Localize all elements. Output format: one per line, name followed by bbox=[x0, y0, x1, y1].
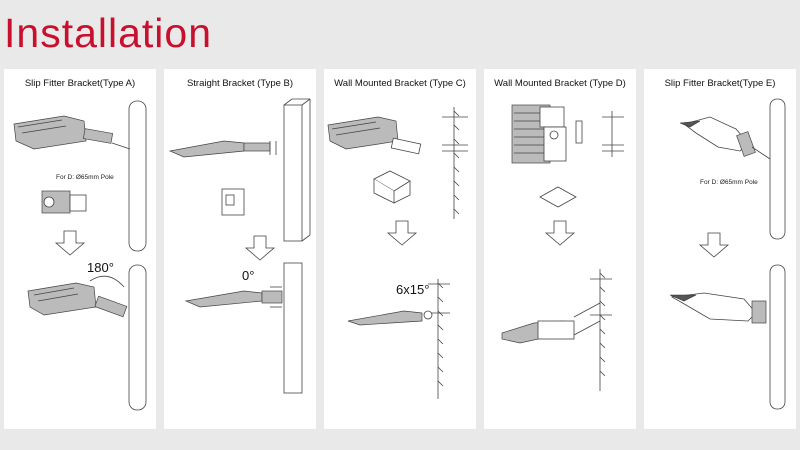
panel-title-type-b: Straight Bracket (Type B) bbox=[186, 78, 294, 89]
down-arrow-a bbox=[54, 230, 86, 256]
slip-fitter-bottom bbox=[94, 295, 128, 318]
page-title: Installation bbox=[4, 10, 213, 56]
luminaire-b-top bbox=[168, 140, 245, 158]
slip-fitter-top bbox=[82, 128, 114, 144]
luminaire-top bbox=[13, 115, 87, 150]
luminaire-c-top bbox=[327, 116, 399, 150]
panel-type-e: Slip Fitter Bracket(Type E) For D: Ø65mm… bbox=[644, 69, 796, 429]
panel-title-type-c: Wall Mounted Bracket (Type C) bbox=[334, 78, 466, 89]
luminaire-bottom bbox=[27, 282, 97, 316]
panel-title-type-d: Wall Mounted Bracket (Type D) bbox=[494, 78, 626, 89]
luminaire-c-bottom bbox=[347, 310, 423, 326]
panel-type-a: Slip Fitter Bracket(Type A) For D: Ø65mm… bbox=[4, 69, 156, 429]
panel-type-d: Wall Mounted Bracket (Type D) bbox=[484, 69, 636, 429]
wide-post bbox=[283, 262, 303, 394]
panel-title-type-a: Slip Fitter Bracket(Type A) bbox=[24, 78, 136, 89]
panel-type-b: Straight Bracket (Type B) 0° bbox=[164, 69, 316, 429]
panel-title-type-e: Slip Fitter Bracket(Type E) bbox=[664, 78, 776, 89]
down-arrow-b bbox=[244, 235, 276, 261]
type-d-illustration bbox=[501, 104, 624, 391]
pole-e-bottom bbox=[769, 264, 786, 410]
type-c-illustration bbox=[327, 107, 468, 399]
down-arrow-c bbox=[386, 220, 418, 246]
down-arrow-d bbox=[544, 220, 576, 246]
pole-e-top bbox=[769, 98, 786, 240]
pole-bottom bbox=[128, 264, 147, 411]
type-a-illustration bbox=[13, 100, 147, 411]
pole-note-a: For D: Ø65mm Pole bbox=[56, 174, 114, 181]
square-post bbox=[283, 104, 303, 242]
panel-type-c: Wall Mounted Bracket (Type C) 6x15° bbox=[324, 69, 476, 429]
type-b-illustration bbox=[168, 98, 311, 394]
type-e-illustration bbox=[669, 98, 786, 410]
angle-label-b: 0° bbox=[242, 268, 255, 283]
pole-top bbox=[128, 100, 147, 252]
pole-note-e: For D: Ø65mm Pole bbox=[700, 179, 758, 186]
angle-label-a: 180° bbox=[87, 260, 114, 275]
luminaire-b-bottom bbox=[184, 290, 263, 308]
bracket-d bbox=[539, 186, 577, 208]
angle-label-c: 6x15° bbox=[396, 282, 430, 297]
wall-plate-c bbox=[390, 137, 422, 155]
down-arrow-e bbox=[698, 232, 730, 258]
bracket-b bbox=[221, 188, 245, 216]
